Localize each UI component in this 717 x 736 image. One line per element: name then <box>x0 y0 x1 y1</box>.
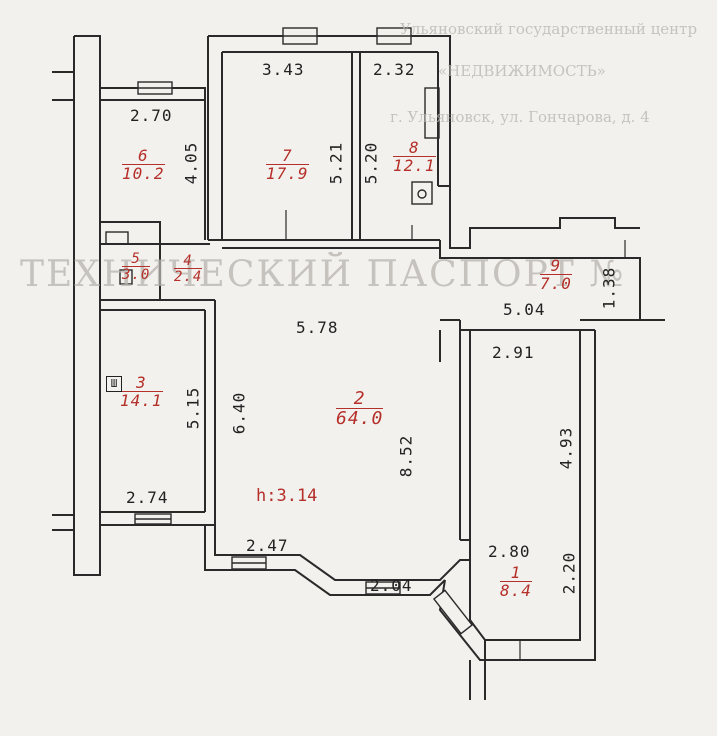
room-3-number: 3 <box>135 373 147 392</box>
room-8-area: 12.1 <box>393 156 436 175</box>
dim-r3-height: 5.15 <box>183 386 203 430</box>
room-3-area: 14.1 <box>120 391 163 410</box>
dim-r1-top: 2.91 <box>492 343 535 362</box>
room-3: 3 14.1 <box>120 375 163 409</box>
room-2-number: 2 <box>353 388 366 409</box>
room-1: 1 8.4 <box>500 565 532 599</box>
window <box>432 589 474 635</box>
room-9-number: 9 <box>550 256 562 275</box>
dim-r1-side: 4.93 <box>556 426 576 470</box>
room-5-area: 3.0 <box>122 266 151 283</box>
dim-room2-bottom: 2.47 <box>246 536 289 555</box>
room-4-area: 2.4 <box>174 268 203 285</box>
stamp-line3: г. Ульяновск, ул. Гончарова, д. 4 <box>390 108 650 126</box>
dim-r1-width: 2.80 <box>488 542 531 561</box>
room-1-number: 1 <box>510 563 522 582</box>
stamp-line1: Ульяновский государственный центр <box>400 20 698 38</box>
room-9: 9 7.0 <box>540 258 572 292</box>
dim-r6-width: 2.70 <box>130 106 173 125</box>
dim-r7-height: 5.21 <box>326 141 346 185</box>
stove <box>424 87 440 139</box>
wall-room6 <box>100 87 206 240</box>
dim-hall-height: 6.40 <box>229 391 249 435</box>
dim-hall-width: 5.78 <box>296 318 339 337</box>
bathtub <box>105 231 129 245</box>
dim-r3-width: 2.74 <box>126 488 169 507</box>
room-1-area: 8.4 <box>500 581 532 600</box>
room-2-area: 64.0 <box>336 408 384 429</box>
sink <box>411 181 433 205</box>
room-7: 7 17.9 <box>266 148 309 182</box>
dim-r8-width: 2.32 <box>373 60 416 79</box>
wall-left <box>73 35 101 576</box>
room-7-number: 7 <box>281 146 293 165</box>
dim-r9-width: 5.04 <box>503 300 546 319</box>
room-7-area: 17.9 <box>266 164 309 183</box>
dim-r9-height: 1.38 <box>599 266 619 310</box>
dim-room2-depth: 8.52 <box>396 434 416 478</box>
dim-bay: 2.04 <box>370 576 413 595</box>
room-6-area: 10.2 <box>122 164 165 183</box>
room-4: 4 2.4 <box>174 253 203 285</box>
dim-r6-height: 4.05 <box>181 141 201 185</box>
closet-mark: Ш <box>106 376 122 392</box>
room-9-area: 7.0 <box>540 274 572 293</box>
room-2: 2 64.0 <box>336 388 384 429</box>
room-8: 8 12.1 <box>393 140 436 174</box>
room-6: 6 10.2 <box>122 148 165 182</box>
stamp-title: ТЕХНИЧЕСКИЙ ПАСПОРТ № <box>20 254 626 295</box>
toilet <box>119 269 133 285</box>
ceiling-height: h:3.14 <box>256 486 318 506</box>
wall-room7-8 <box>208 35 640 249</box>
room-6-number: 6 <box>137 146 149 165</box>
stamp-line2: «НЕДВИЖИМОСТЬ» <box>438 62 606 80</box>
dim-r8-height: 5.20 <box>361 141 381 185</box>
dim-r1-height: 2.20 <box>559 551 579 595</box>
dim-r7-width: 3.43 <box>262 60 305 79</box>
room-5-number: 5 <box>131 251 141 267</box>
room-4-number: 4 <box>183 253 193 269</box>
room-8-number: 8 <box>408 138 420 157</box>
room-5: 5 3.0 <box>122 251 151 283</box>
